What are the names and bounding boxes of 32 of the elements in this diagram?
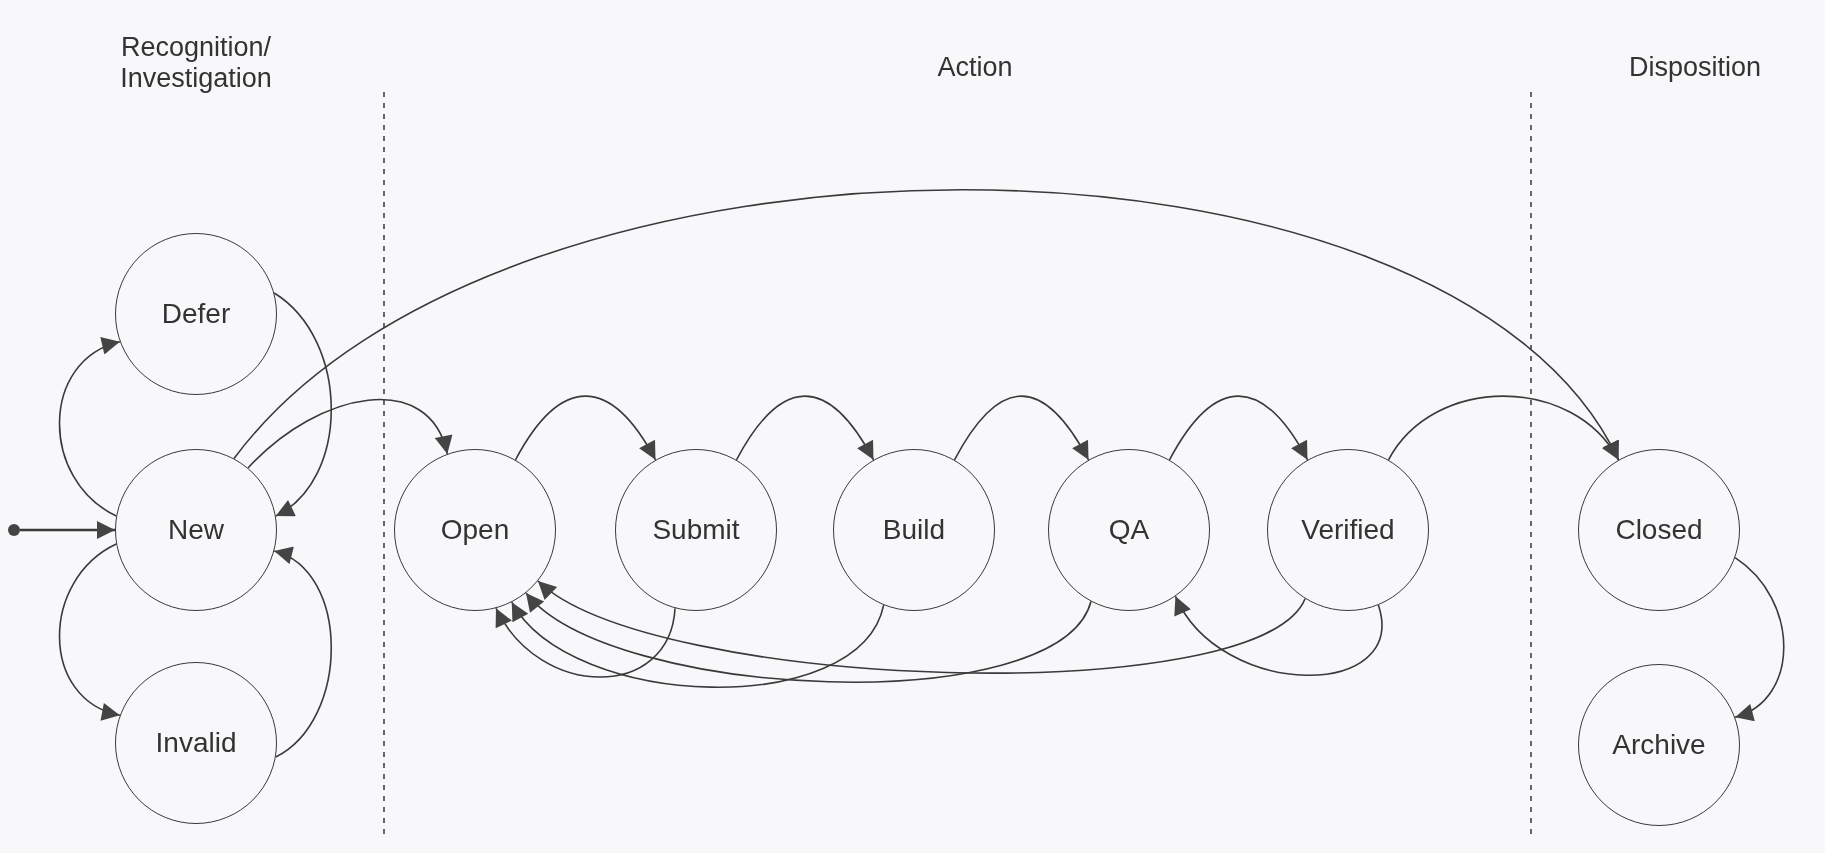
arrow: [1174, 595, 1383, 676]
arrow: [537, 580, 1306, 674]
state-name: Build: [882, 514, 946, 546]
column-heading: Recognition/ Investigation: [119, 32, 273, 95]
arrow: [735, 395, 875, 461]
state-name: Defer: [161, 298, 231, 330]
arrow: [273, 549, 333, 758]
arrow: [510, 601, 885, 688]
arrow: [58, 543, 121, 719]
arrow: [233, 189, 1620, 461]
arrow: [525, 592, 1092, 683]
arrow: [1387, 395, 1620, 461]
state-name: Archive: [1612, 729, 1706, 761]
column-heading: Disposition: [1627, 52, 1763, 84]
column-heading: Action: [936, 52, 1014, 84]
arrow: [273, 292, 333, 517]
arrow: [953, 395, 1090, 461]
start-dot: [8, 524, 20, 536]
arrow: [514, 395, 657, 461]
arrow: [1168, 395, 1309, 461]
state-name: Verified: [1301, 514, 1395, 546]
arrow: [58, 339, 121, 517]
arrow: [495, 607, 676, 678]
arrow: [1734, 556, 1785, 719]
state-name: New: [168, 514, 224, 546]
state-name: Closed: [1615, 514, 1703, 546]
state-name: Invalid: [155, 727, 237, 759]
state-name: Open: [440, 514, 510, 546]
state-name: Submit: [652, 514, 740, 546]
arrow: [20, 521, 115, 539]
arrow: [247, 399, 451, 469]
state-name: QA: [1108, 514, 1150, 546]
